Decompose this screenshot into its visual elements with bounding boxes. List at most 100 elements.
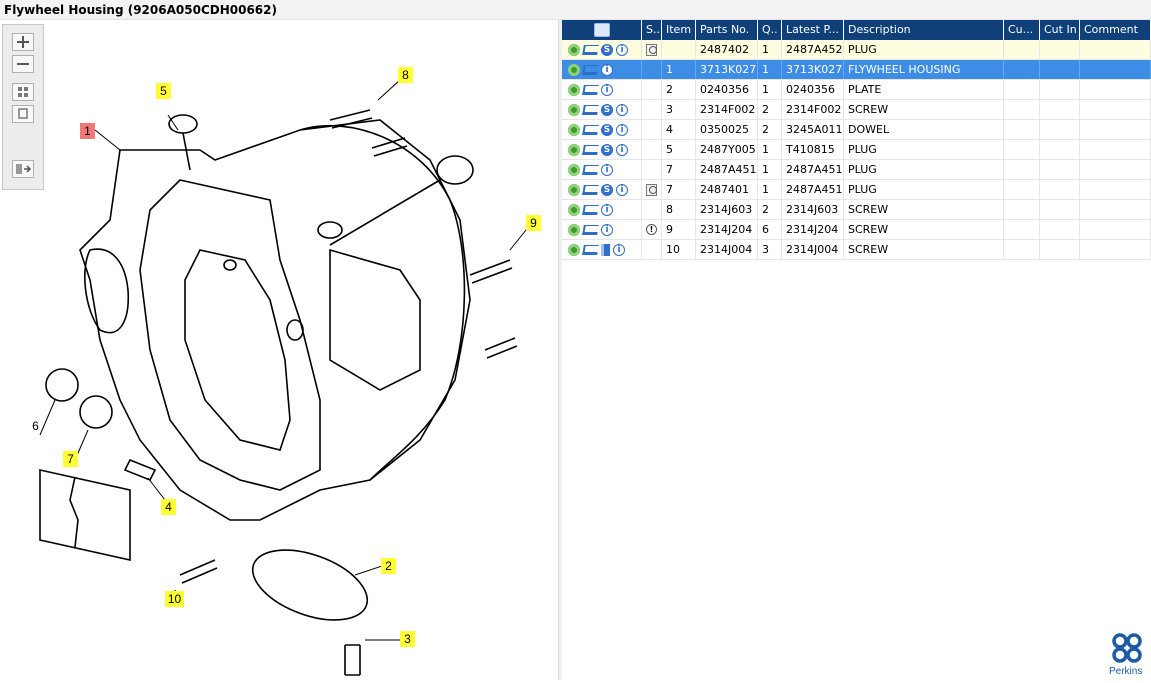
supersession-icon[interactable]: S <box>601 43 613 56</box>
zoom-toolbar <box>2 24 44 190</box>
gear-icon[interactable] <box>568 203 580 216</box>
callout-8[interactable]: 8 <box>398 67 413 83</box>
header-qty[interactable]: Q.. <box>758 20 782 40</box>
cart-icon[interactable] <box>582 164 599 175</box>
gear-icon[interactable] <box>568 223 580 236</box>
info-icon[interactable]: i <box>601 63 613 76</box>
callout-4[interactable]: 4 <box>161 499 176 515</box>
cart-icon[interactable] <box>582 84 599 95</box>
gear-icon[interactable] <box>568 183 580 196</box>
gear-icon[interactable] <box>568 63 580 76</box>
gear-icon[interactable] <box>568 103 580 116</box>
row-s-cell[interactable]: ! <box>642 220 662 239</box>
list-toggle-button[interactable] <box>12 160 34 178</box>
cart-icon[interactable] <box>582 224 599 235</box>
row-cut-out <box>1004 120 1040 139</box>
gear-icon[interactable] <box>568 83 580 96</box>
splitter[interactable] <box>558 20 562 680</box>
cart-icon[interactable] <box>582 204 599 215</box>
gear-icon[interactable] <box>568 163 580 176</box>
cart-icon[interactable] <box>582 64 599 75</box>
cart-icon[interactable] <box>582 124 599 135</box>
row-item: 3 <box>662 100 696 119</box>
row-s-cell[interactable] <box>642 80 662 99</box>
callout-10[interactable]: 10 <box>165 591 184 607</box>
info-icon[interactable]: i <box>616 43 628 56</box>
info-icon[interactable]: i <box>616 103 628 116</box>
header-latest-part[interactable]: Latest P... <box>782 20 844 40</box>
cart-icon[interactable] <box>582 244 599 255</box>
info-icon[interactable]: i <box>616 183 628 196</box>
row-cut-out <box>1004 140 1040 159</box>
header-comment[interactable]: Comment <box>1080 20 1151 40</box>
zoom-fit-button[interactable] <box>12 83 34 101</box>
header-parts-no[interactable]: Parts No. <box>696 20 758 40</box>
cart-icon[interactable] <box>582 184 599 195</box>
info-icon[interactable]: i <box>616 143 628 156</box>
gear-icon[interactable] <box>568 123 580 136</box>
callout-7[interactable]: 7 <box>63 451 78 467</box>
row-description: SCREW <box>844 200 1004 219</box>
gear-icon[interactable] <box>568 243 580 256</box>
gear-icon[interactable] <box>568 143 580 156</box>
header-s[interactable]: S.. <box>642 20 662 40</box>
supersession-icon[interactable]: S <box>601 143 613 156</box>
callout-9[interactable]: 9 <box>526 215 541 231</box>
row-latest-part: 2314J204 <box>782 220 844 239</box>
book-icon[interactable] <box>601 243 610 256</box>
row-s-cell[interactable] <box>642 120 662 139</box>
row-s-cell[interactable] <box>642 160 662 179</box>
callout-3[interactable]: 3 <box>400 631 415 647</box>
row-s-cell[interactable] <box>642 140 662 159</box>
row-comment <box>1080 120 1151 139</box>
supersession-icon[interactable]: S <box>601 123 613 136</box>
supersession-icon[interactable]: S <box>601 183 613 196</box>
zoom-in-button[interactable] <box>12 33 34 51</box>
header-cut-in[interactable]: Cut In <box>1040 20 1080 40</box>
actual-size-button[interactable] <box>12 105 34 123</box>
info-icon[interactable]: i <box>613 243 625 256</box>
info-icon[interactable]: i <box>616 123 628 136</box>
callout-2[interactable]: 2 <box>381 558 396 574</box>
gear-icon[interactable] <box>568 43 580 56</box>
supersession-icon[interactable]: S <box>601 103 613 116</box>
info-icon[interactable]: i <box>601 83 613 96</box>
comment-bubble-icon[interactable]: ! <box>646 224 657 235</box>
magnify-icon[interactable] <box>646 183 657 196</box>
row-latest-part: 0240356 <box>782 80 844 99</box>
header-description[interactable]: Description <box>844 20 1004 40</box>
callout-6[interactable]: 6 <box>32 419 39 433</box>
row-latest-part: 2487A452 <box>782 40 844 59</box>
info-icon[interactable]: i <box>601 163 613 176</box>
info-icon[interactable]: i <box>601 223 613 236</box>
row-s-cell[interactable] <box>642 240 662 259</box>
cart-icon[interactable] <box>582 44 599 55</box>
callout-1[interactable]: 1 <box>80 123 95 139</box>
header-item[interactable]: Item <box>662 20 696 40</box>
row-s-cell[interactable] <box>642 60 662 79</box>
cart-icon[interactable] <box>582 144 599 155</box>
row-s-cell[interactable] <box>642 100 662 119</box>
cart-icon[interactable] <box>582 104 599 115</box>
row-s-cell[interactable] <box>642 180 662 199</box>
exploded-diagram[interactable]: 1 2 3 4 5 6 7 8 9 10 <box>0 20 558 680</box>
callout-5[interactable]: 5 <box>156 83 171 99</box>
row-s-cell[interactable] <box>642 40 662 59</box>
info-icon[interactable]: i <box>601 203 613 216</box>
row-s-cell[interactable] <box>642 200 662 219</box>
magnify-icon[interactable] <box>646 43 657 56</box>
header-cut-out[interactable]: Cu... <box>1004 20 1040 40</box>
zoom-out-button[interactable] <box>12 55 34 73</box>
header-view-column[interactable] <box>562 20 642 40</box>
